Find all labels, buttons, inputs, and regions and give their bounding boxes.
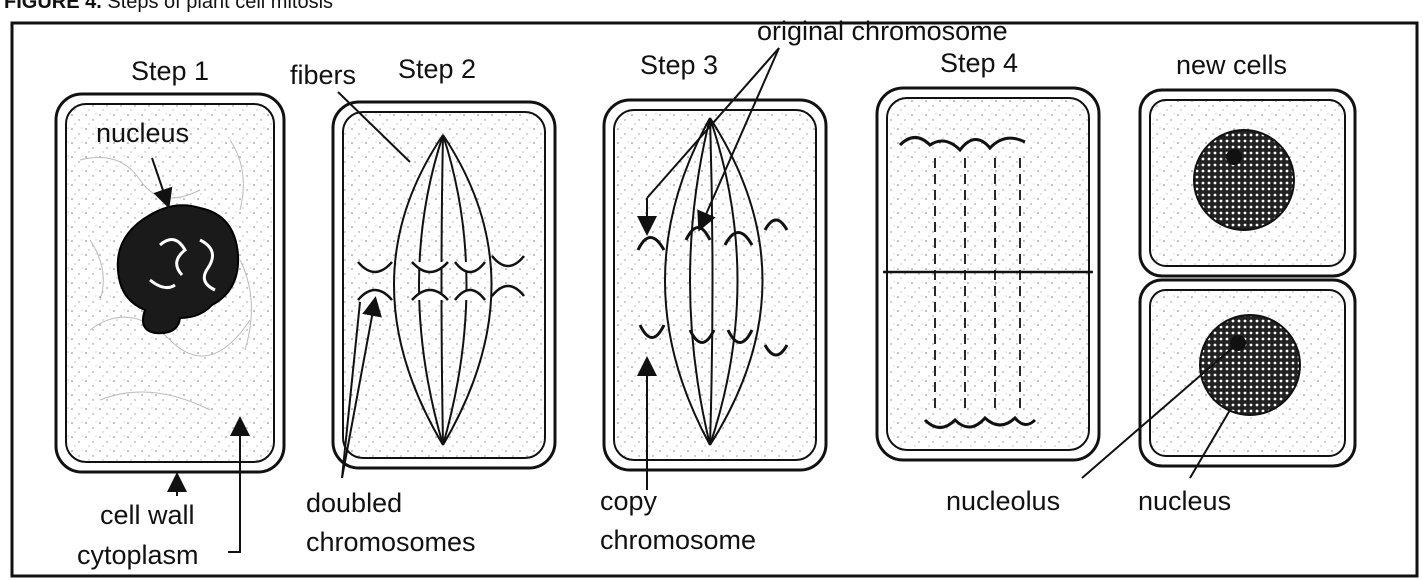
cell-step-3 [604, 100, 826, 470]
step-3-label: Step 3 [640, 50, 718, 80]
chromosomes-label: chromosomes [306, 527, 476, 557]
nucleus-bottom [1200, 315, 1300, 415]
step-1-label: Step 1 [131, 56, 209, 86]
nucleolus-label: nucleolus [946, 486, 1060, 516]
new-cells [1140, 90, 1355, 466]
nucleus-right-label: nucleus [1138, 486, 1231, 516]
nucleus-label: nucleus [96, 118, 189, 148]
cytoplasm-label: cytoplasm [77, 540, 199, 570]
chromosome-label: chromosome [600, 525, 756, 555]
step-4-label: Step 4 [940, 48, 1018, 78]
fibers-label: fibers [290, 60, 356, 90]
doubled-label: doubled [306, 488, 402, 518]
nucleus-top [1194, 130, 1294, 230]
nucleolus-top [1226, 149, 1242, 165]
cell-wall-inner [343, 112, 545, 458]
new-cells-label: new cells [1176, 50, 1287, 80]
cell-wall-label: cell wall [100, 500, 195, 530]
cell-wall-inner [887, 98, 1089, 450]
cell-wall-inner [614, 110, 816, 460]
cell-step-2 [333, 102, 555, 468]
original-chromosome-label: original chromosome [757, 16, 1008, 46]
cell-step-4 [877, 88, 1099, 460]
copy-label: copy [600, 486, 658, 516]
cell-step-1 [56, 94, 284, 472]
step-2-label: Step 2 [398, 54, 476, 84]
